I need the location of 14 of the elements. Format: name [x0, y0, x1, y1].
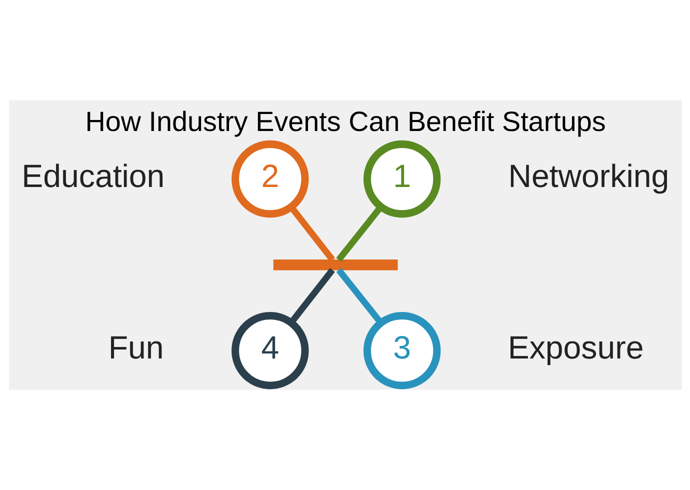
node-circle: 2: [231, 140, 308, 218]
diagram-title: How Industry Events Can Benefit Startups: [84, 106, 606, 138]
connector: [288, 268, 334, 325]
node-label: Education: [21, 158, 164, 194]
node-label: Networking: [508, 158, 669, 194]
connector: [336, 205, 383, 262]
node-label: Exposure: [507, 330, 644, 366]
connector: [336, 268, 383, 325]
connector: [288, 205, 335, 262]
node-label: Fun: [108, 330, 164, 366]
node-circle: 1: [362, 140, 440, 218]
node-bar: [272, 259, 398, 270]
node-circle: 3: [362, 312, 440, 390]
node-circle: 4: [231, 312, 308, 390]
